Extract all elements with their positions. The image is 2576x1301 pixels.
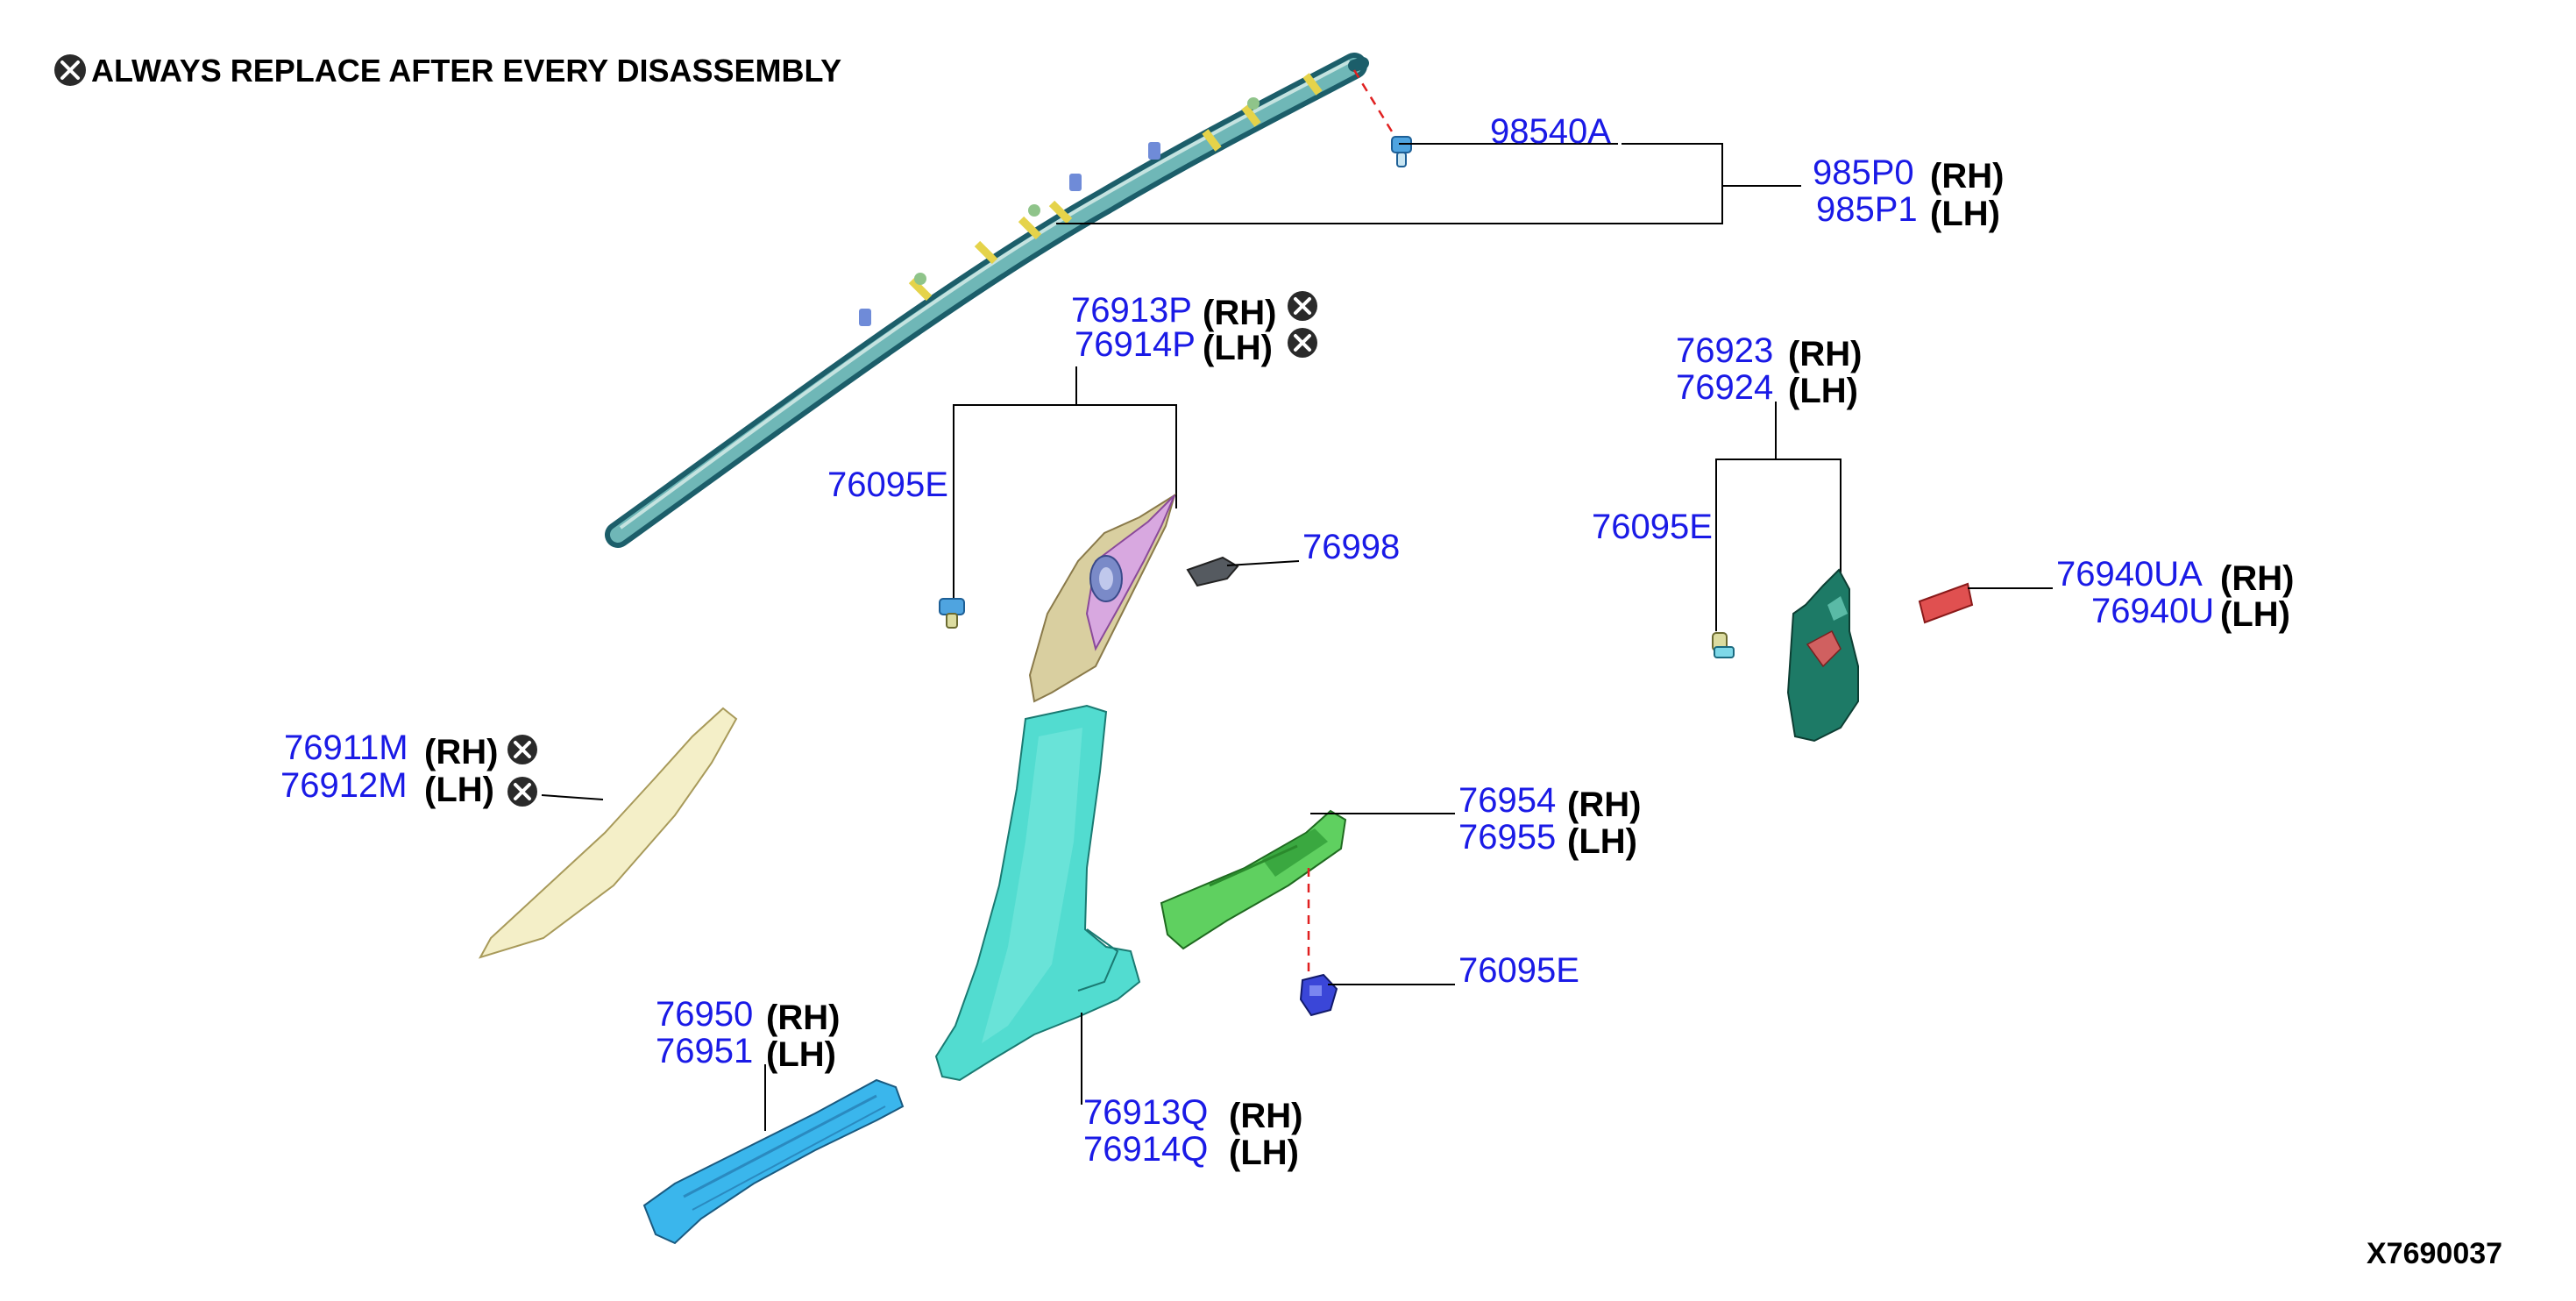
replace-x-icon	[54, 54, 86, 86]
part-number-76950[interactable]: 76950	[656, 995, 753, 1034]
part-number-76940u[interactable]: 76940U	[2091, 592, 2214, 630]
side-label-rh: (RH)	[1788, 335, 1862, 373]
clip-76095e-lower-part[interactable]	[1299, 973, 1338, 1017]
part-number-985p0[interactable]: 985P0	[1813, 153, 1914, 192]
side-label-rh: (RH)	[2220, 559, 2294, 598]
part-number-76914q[interactable]: 76914Q	[1083, 1130, 1208, 1169]
side-label-lh: (LH)	[1788, 372, 1858, 410]
clip-76095e-upper-part[interactable]	[939, 598, 965, 629]
side-label-lh: (LH)	[766, 1035, 836, 1074]
airbag-clip-98540a-part[interactable]	[1391, 136, 1412, 167]
upper-pillar-trim-part[interactable]	[1028, 493, 1176, 703]
side-label-rh: (RH)	[766, 999, 840, 1037]
bracket-76998-part[interactable]	[1186, 556, 1239, 587]
lower-pillar-trim-part[interactable]	[934, 704, 1141, 1082]
side-label-lh: (LH)	[1930, 195, 2000, 233]
side-label-rh: (RH)	[424, 733, 498, 771]
side-label-lh: (LH)	[1203, 329, 1273, 367]
strip-76940u-part[interactable]	[1918, 582, 1974, 624]
part-number-76911m[interactable]: 76911M	[284, 729, 408, 767]
part-number-76951[interactable]: 76951	[656, 1032, 753, 1070]
part-number-76998[interactable]: 76998	[1302, 528, 1400, 566]
part-number-985p1[interactable]: 985P1	[1816, 190, 1918, 229]
part-number-76095e-lower[interactable]: 76095E	[1458, 951, 1579, 990]
quarter-trim-panel-part[interactable]	[1786, 568, 1859, 743]
part-number-76924[interactable]: 76924	[1676, 368, 1773, 407]
rear-kicking-plate-part[interactable]	[1160, 809, 1347, 950]
side-label-lh: (LH)	[1229, 1134, 1299, 1172]
part-number-98540a[interactable]: 98540A	[1490, 112, 1611, 151]
side-label-rh: (RH)	[1203, 294, 1276, 332]
diagram-code: X7690037	[2367, 1237, 2502, 1270]
part-number-76914p[interactable]: 76914P	[1075, 325, 1196, 364]
part-number-76940ua[interactable]: 76940UA	[2056, 555, 2203, 594]
part-number-76913q[interactable]: 76913Q	[1083, 1093, 1208, 1132]
side-label-rh: (RH)	[1930, 157, 2004, 196]
part-number-76954[interactable]: 76954	[1458, 781, 1556, 820]
replace-x-icon	[507, 777, 537, 807]
side-label-lh: (LH)	[2220, 595, 2290, 634]
replace-x-icon	[507, 735, 537, 764]
replace-x-icon	[1288, 291, 1317, 321]
part-number-76912m[interactable]: 76912M	[280, 766, 408, 805]
front-kicking-plate-part[interactable]	[642, 1078, 905, 1245]
side-label-rh: (RH)	[1229, 1097, 1302, 1135]
side-label-lh: (LH)	[1567, 822, 1637, 861]
part-number-76923[interactable]: 76923	[1676, 331, 1773, 370]
curtain-airbag-part[interactable]	[605, 53, 1369, 548]
part-number-76913p[interactable]: 76913P	[1071, 291, 1192, 330]
part-number-76095e-upper[interactable]: 76095E	[827, 466, 948, 504]
replace-note-text: ALWAYS REPLACE AFTER EVERY DISASSEMBLY	[91, 53, 841, 89]
part-number-76955[interactable]: 76955	[1458, 818, 1556, 857]
front-pillar-trim-part[interactable]	[478, 707, 738, 959]
part-number-76095e-right[interactable]: 76095E	[1592, 508, 1713, 546]
side-label-rh: (RH)	[1567, 786, 1641, 824]
replace-x-icon	[1288, 328, 1317, 358]
clip-76095e-right-part[interactable]	[1712, 632, 1735, 658]
side-label-lh: (LH)	[424, 771, 494, 809]
